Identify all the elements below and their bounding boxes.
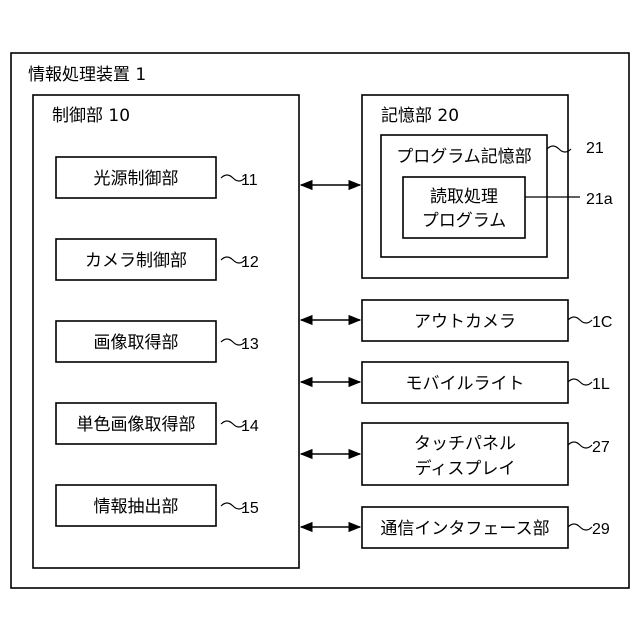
ref-1l: 1L <box>592 376 610 393</box>
ref-15: 15 <box>241 500 259 517</box>
ref-14: 14 <box>241 418 259 435</box>
ref-27: 27 <box>592 439 610 456</box>
program-storage-label: プログラム記憶部 <box>396 147 532 167</box>
camera-control-label: カメラ制御部 <box>85 251 187 271</box>
mobile-light-label: モバイルライト <box>406 374 525 394</box>
out-camera-label: アウトカメラ <box>414 312 516 332</box>
ref-12: 12 <box>241 254 259 271</box>
image-acquisition-label: 画像取得部 <box>94 333 179 353</box>
ref-29: 29 <box>592 521 610 538</box>
ref-1c: 1C <box>592 314 612 331</box>
ref-11: 11 <box>241 172 258 189</box>
ref-13: 13 <box>241 336 259 353</box>
storage-label: 記憶部 20 <box>381 106 459 126</box>
comm-interface-label: 通信インタフェース部 <box>380 519 549 539</box>
ref-21: 21 <box>586 140 604 157</box>
read-program-label-line1: 読取処理 <box>430 187 498 207</box>
read-program-label-line2: プログラム <box>422 211 507 231</box>
mono-image-acquisition-label: 単色画像取得部 <box>77 415 196 435</box>
control-label: 制御部 10 <box>52 106 130 126</box>
touch-panel-label-line2: ディスプレイ <box>415 458 516 479</box>
info-extraction-label: 情報抽出部 <box>94 497 179 517</box>
light-source-control-label: 光源制御部 <box>94 169 179 189</box>
ref-21a: 21a <box>586 191 613 208</box>
touch-panel-label-line1: タッチパネル <box>414 434 516 454</box>
device-label: 情報処理装置 1 <box>28 65 146 85</box>
